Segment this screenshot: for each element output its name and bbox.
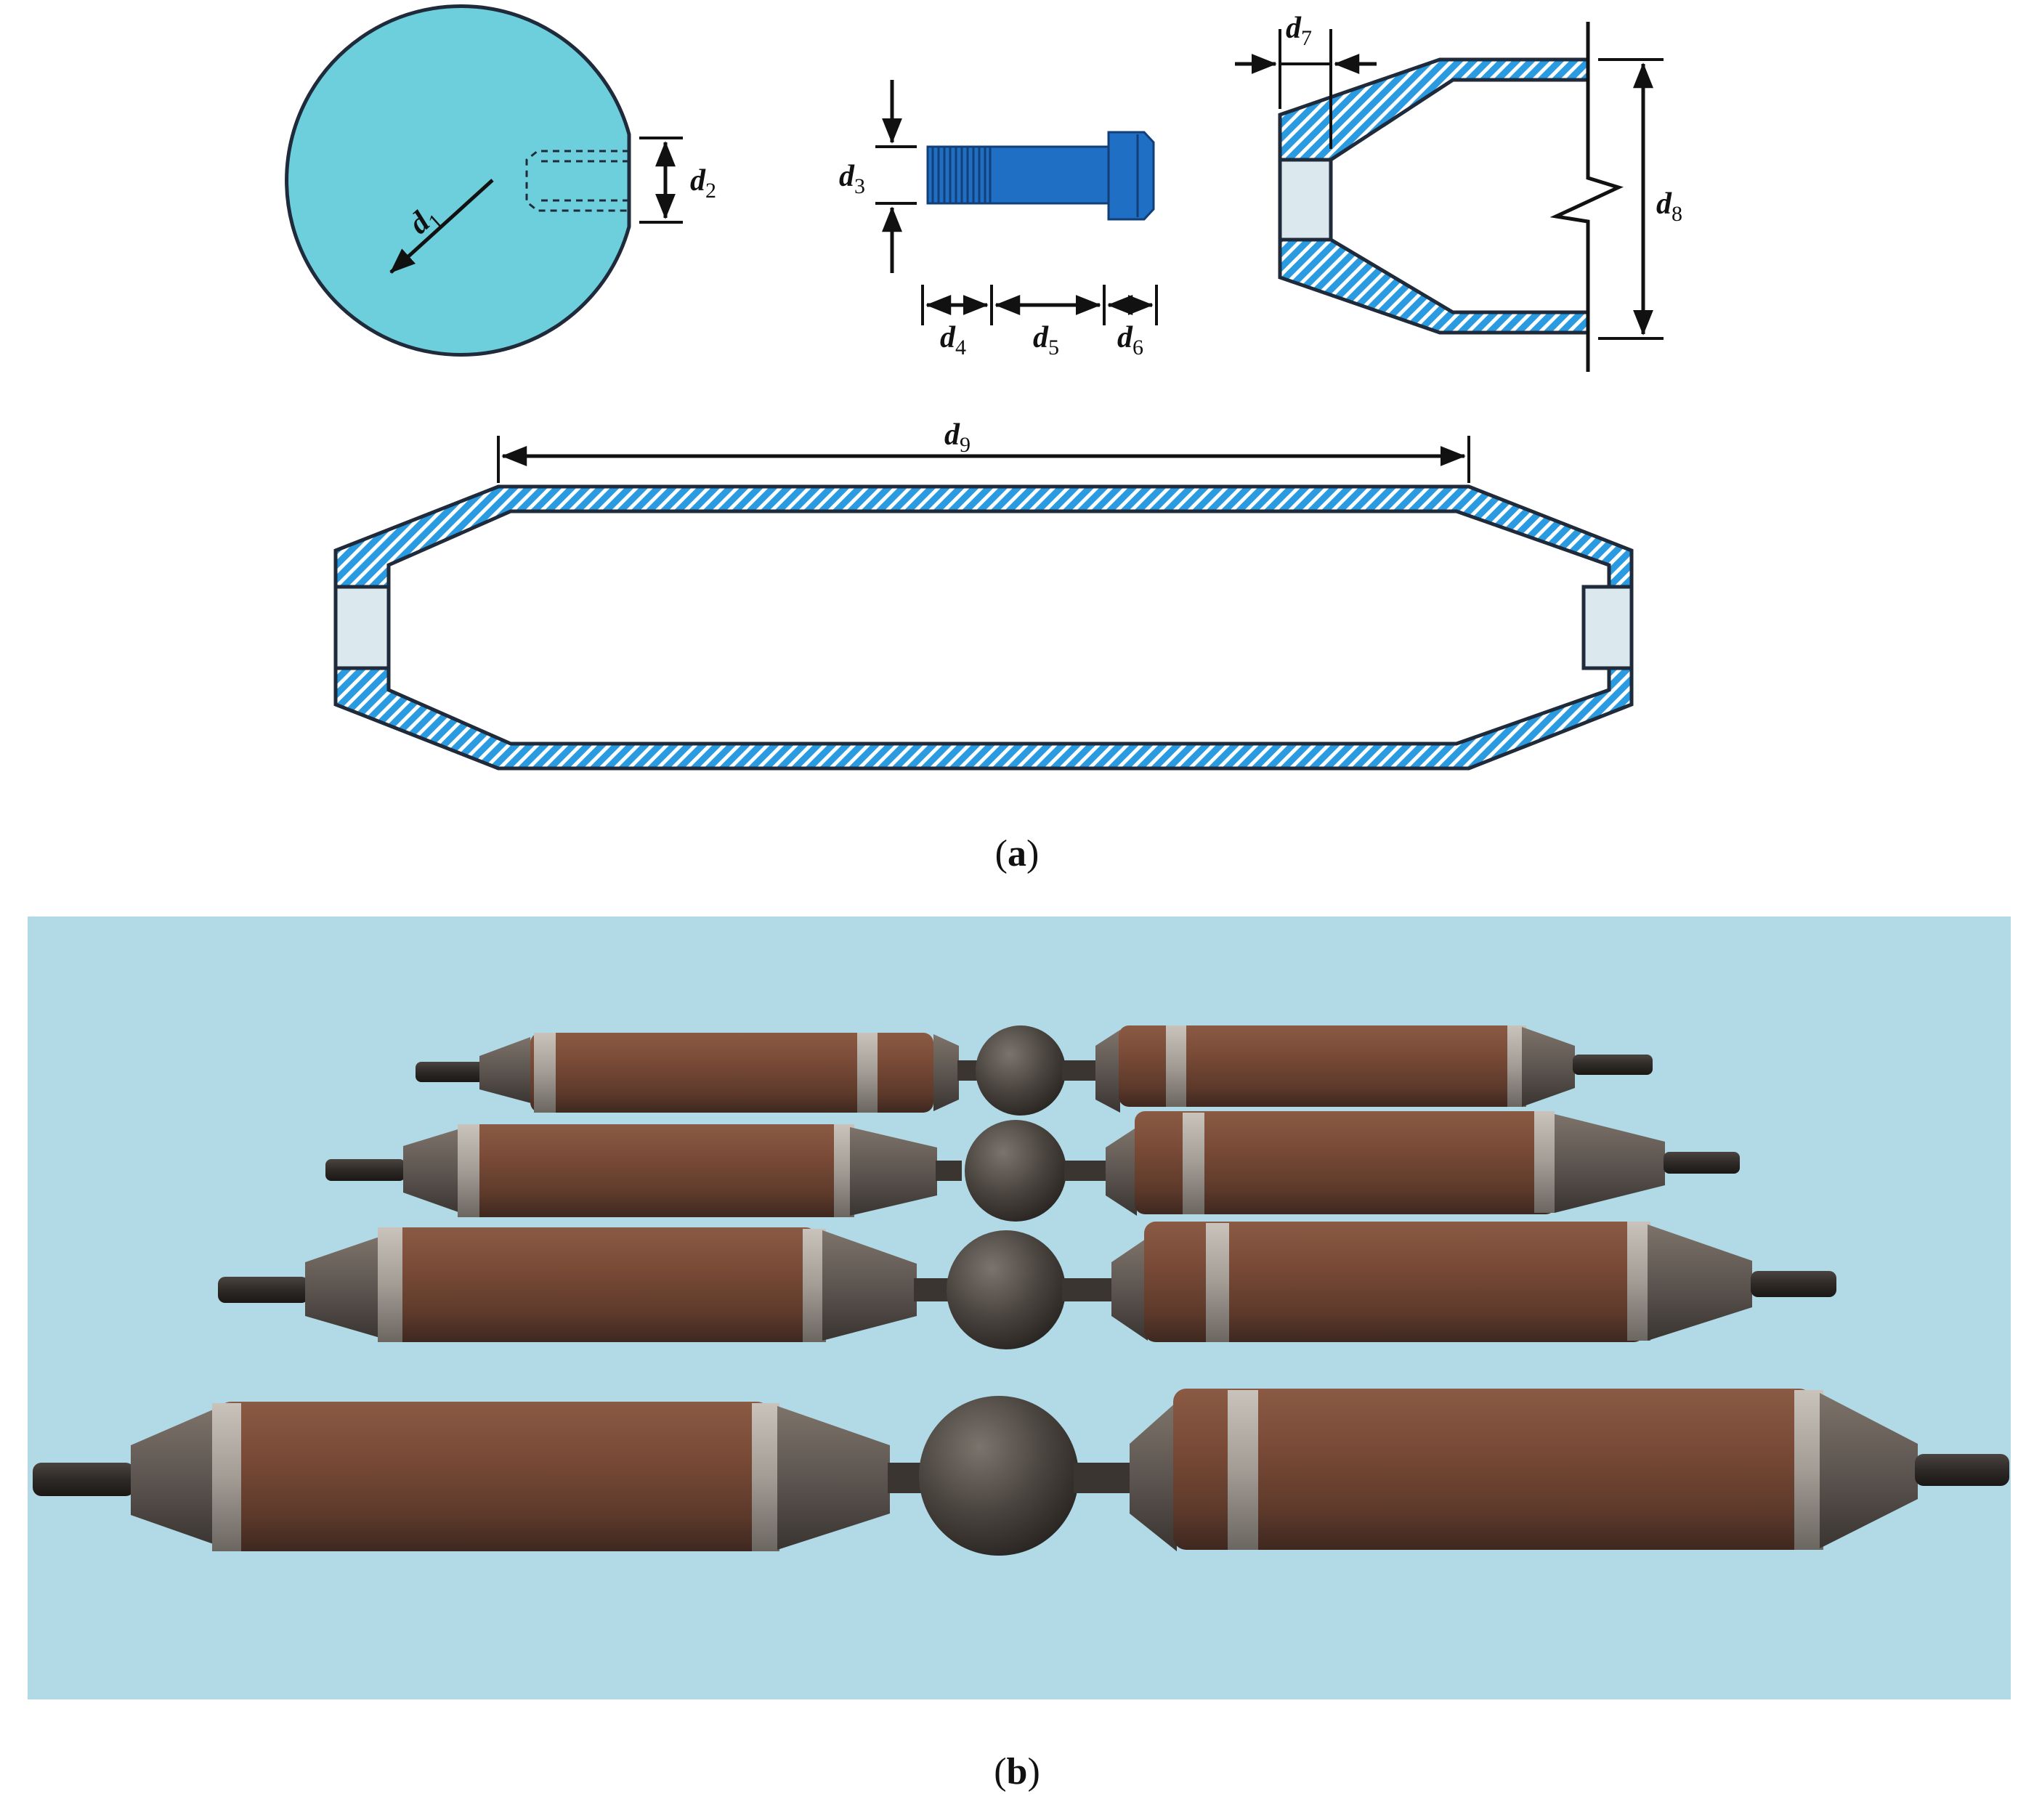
steel-ball	[965, 1120, 1066, 1222]
d2-label: d2	[690, 164, 716, 203]
d8-label: d8	[1656, 187, 1682, 226]
steel-ball	[919, 1396, 1079, 1556]
steel-ball	[976, 1025, 1066, 1116]
cone-wall-top	[1278, 57, 1590, 162]
specimen-row-1	[416, 1025, 1653, 1116]
threaded-hole	[525, 150, 629, 212]
sphere-section: d1 d2	[285, 4, 716, 357]
d5-label: d5	[1033, 321, 1059, 359]
d7-label: d7	[1286, 12, 1312, 50]
bolt-drawing: d3 d4 d5 d6	[839, 80, 1158, 359]
bolt-body	[926, 131, 1155, 221]
cone-wall-bottom	[1278, 237, 1590, 335]
cone-end-section: d7 d8	[1235, 12, 1682, 372]
steel-ball	[947, 1230, 1066, 1349]
bolt-thread-marks	[931, 147, 986, 203]
tube-section: d9	[333, 418, 1634, 771]
specimen-photo	[28, 917, 2011, 1699]
specimen-row-4	[33, 1389, 2009, 1556]
threaded-end	[325, 1159, 405, 1181]
d4-label: d4	[940, 321, 966, 359]
threaded-end	[33, 1463, 134, 1496]
tube-wall-bottom	[333, 666, 1634, 771]
threaded-end	[1573, 1055, 1653, 1075]
d9-label: d9	[944, 418, 971, 457]
tube-plug-right	[1581, 585, 1634, 670]
cone-end-plug	[1278, 158, 1333, 242]
caption-a: (a)	[995, 833, 1040, 874]
tube-plug-left	[333, 585, 391, 670]
d3-label: d3	[839, 160, 865, 198]
d6-label: d6	[1117, 321, 1143, 359]
sphere-body	[285, 4, 631, 357]
threaded-end	[416, 1062, 485, 1082]
threaded-end	[1751, 1271, 1836, 1297]
specimen-row-2	[325, 1111, 1740, 1222]
threaded-end	[1915, 1454, 2009, 1486]
d1-dimension-line	[389, 179, 494, 274]
threaded-end	[1664, 1152, 1740, 1174]
caption-b: (b)	[994, 1751, 1040, 1792]
tube-wall-top	[333, 484, 1634, 589]
specimen-row-3	[218, 1222, 1836, 1349]
threaded-end	[218, 1277, 309, 1303]
break-line	[1549, 22, 1624, 372]
